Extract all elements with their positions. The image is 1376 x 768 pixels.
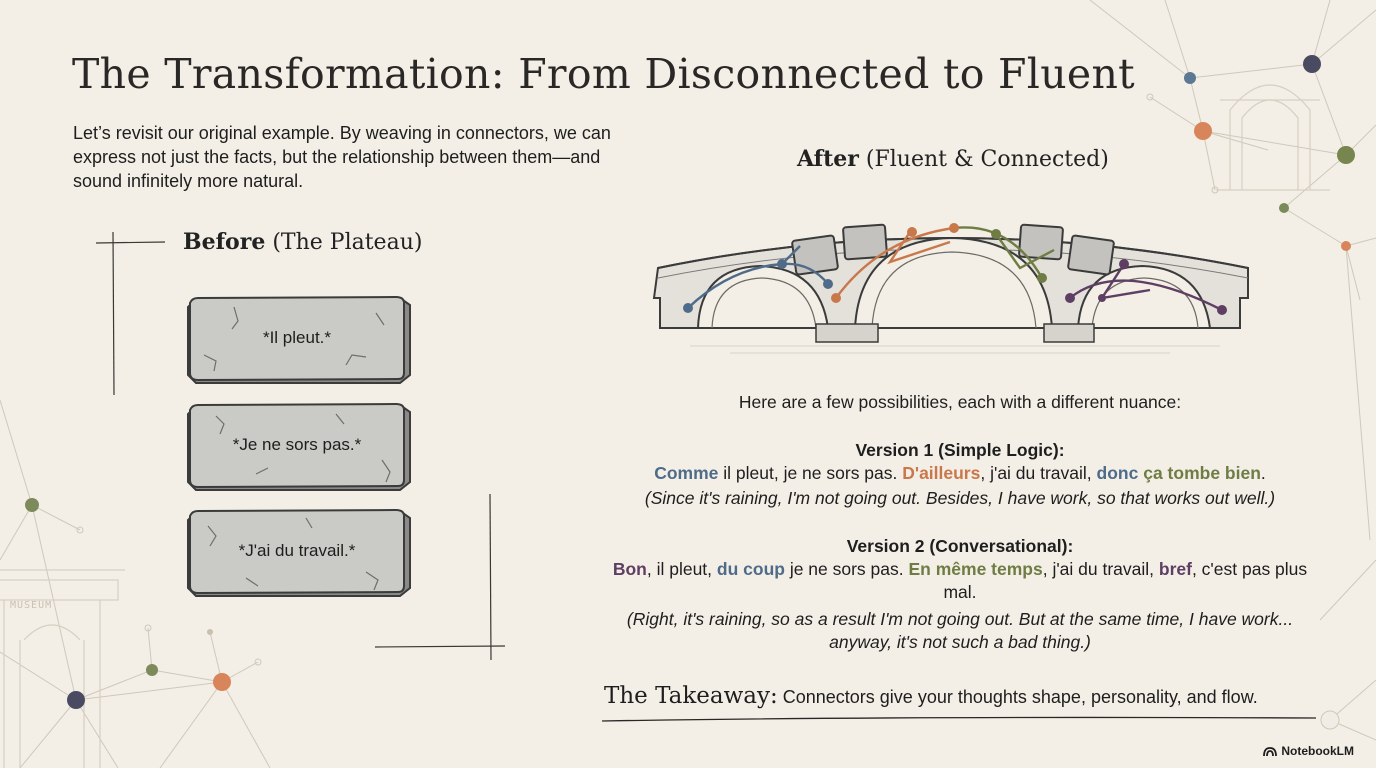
before-heading-bold: Before [183,229,266,255]
sentence-text: , j'ai du travail, [980,463,1097,483]
after-heading-rest: (Fluent & Connected) [858,147,1109,172]
version1-title: Version 1 (Simple Logic): [855,440,1065,460]
connector-bref: bref [1158,559,1192,579]
version1-translation: (Since it's raining, I'm not going out. … [644,488,1276,508]
connector-ca-tombe-bien: ça tombe bien [1143,463,1261,483]
sentence-text: . [1260,463,1266,483]
museum-sign: MUSEUM [10,600,52,611]
takeaway-underline [601,716,1317,722]
sentence-text: il pleut, je ne sors pas. [718,463,903,483]
after-heading-bold: After [797,146,859,172]
takeaway-text: Connectors give your thoughts shape, per… [777,687,1258,707]
brand-label: NotebookLM [1281,744,1354,758]
connector-bon: Bon [612,559,647,579]
version2-sentence: Bon, il pleut, du coup je ne sors pas. E… [600,558,1320,604]
version2-translation: (Right, it's raining, so as a result I'm… [626,609,1294,652]
stone-block-shape [187,508,411,597]
intro-paragraph: Let’s revisit our original example. By w… [73,123,611,191]
sentence-text: , il pleut, [646,559,717,579]
stone-text: *Il pleut.* [262,328,332,347]
connector-dailleurs: D'ailleurs [902,463,981,483]
connector-donc: donc [1096,463,1139,483]
notebooklm-logo-icon [1263,746,1278,756]
after-heading: After (Fluent & Connected) [797,146,1109,172]
connector-en-meme-temps: En même temps [908,559,1043,579]
stone-block: *Je ne sors pas.* [186,402,414,492]
sentence-text: , c'est pas plus mal. [943,559,1308,602]
stone-block-shape [187,295,411,384]
stone-block-shape [187,402,411,491]
notebooklm-brand: NotebookLM [1263,744,1354,758]
possibilities-intro: Here are a few possibilities, each with … [738,392,1182,412]
takeaway-label: The Takeaway: [604,683,778,709]
stone-block: *Il pleut.* [186,295,414,385]
version2-title: Version 2 (Conversational): [846,536,1074,556]
stone-text: *Je ne sors pas.* [232,435,362,454]
before-heading-rest: (The Plateau) [265,230,423,255]
sentence-text: je ne sors pas. [784,559,909,579]
before-heading: Before (The Plateau) [183,229,422,255]
takeaway: The Takeaway: Connectors give your thoug… [604,683,1258,709]
stone-text: *J'ai du travail.* [238,541,356,560]
connector-comme: Comme [654,463,719,483]
page-title: The Transformation: From Disconnected to… [72,50,1135,98]
bridge-illustration [652,223,1249,354]
version1-sentence: Comme il pleut, je ne sors pas. D'ailleu… [590,462,1330,485]
stone-block: *J'ai du travail.* [186,508,414,598]
connector-du-coup: du coup [716,559,785,579]
sentence-text: , j'ai du travail, [1042,559,1159,579]
